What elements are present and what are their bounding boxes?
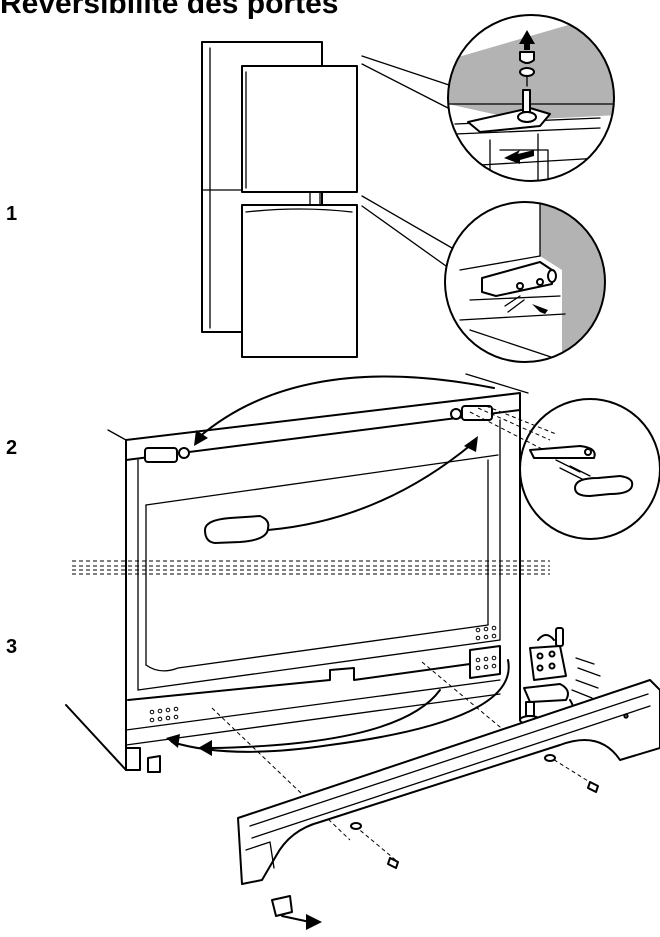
right-hinge-zoom — [519, 398, 660, 540]
step-number-3: 3 — [6, 636, 18, 658]
fridge-freezer-illustration — [201, 41, 453, 358]
door-panel-illustration — [65, 373, 597, 863]
lower-door — [241, 204, 358, 358]
upper-door — [241, 65, 358, 193]
plinth-panel — [237, 679, 660, 930]
step-number-2: 2 — [6, 437, 18, 459]
middle-hinge-zoom — [444, 201, 606, 363]
page-title: Réversibilité des portes — [0, 0, 339, 20]
top-hinge-zoom — [447, 14, 615, 182]
step-number-1: 1 — [6, 203, 18, 225]
